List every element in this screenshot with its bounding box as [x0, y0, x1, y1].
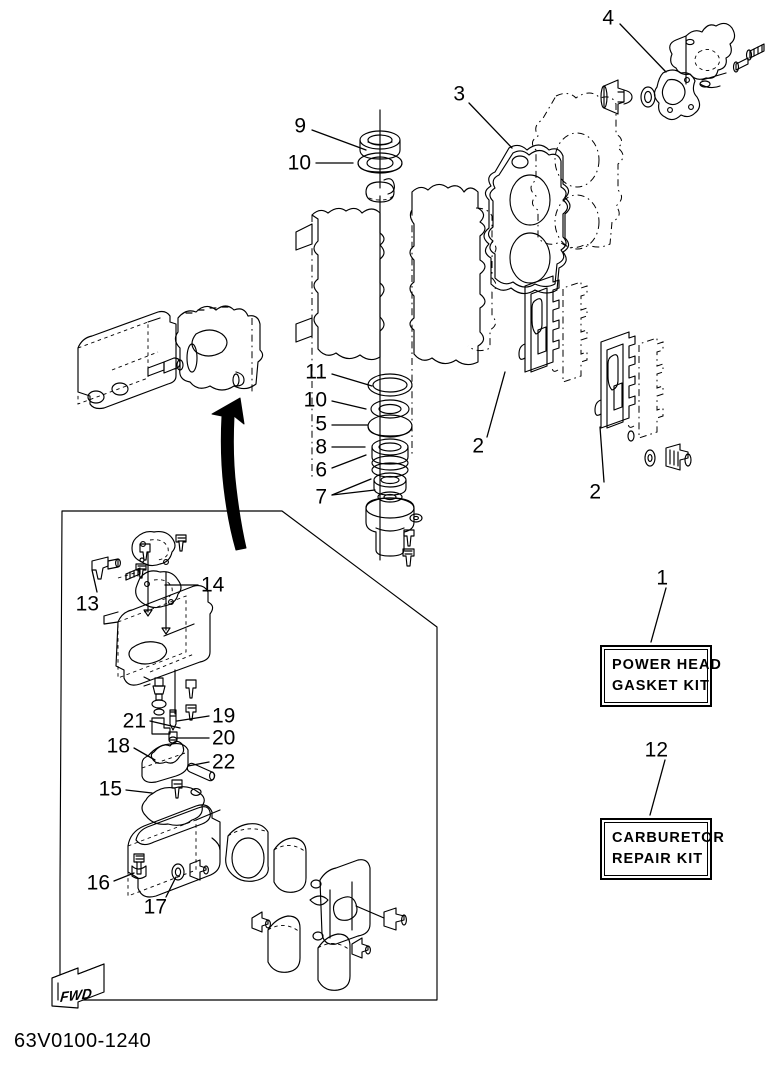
- exhaust-gasket-2b: [594, 331, 636, 429]
- callout-leader: [599, 426, 605, 483]
- callout-number-11: 11: [305, 360, 327, 384]
- callout-leader: [649, 759, 666, 816]
- thermostat-plug: [600, 79, 656, 115]
- callout-leader: [311, 129, 367, 151]
- callout-number-12: 12: [644, 738, 668, 762]
- callout-leader-lines: [91, 23, 667, 898]
- callout-leader: [149, 720, 181, 729]
- callout-leader: [133, 747, 156, 761]
- callout-number-18: 18: [106, 734, 130, 758]
- exhaust-cover-phantom-a: [551, 281, 588, 383]
- callout-leader: [165, 876, 177, 898]
- callout-number-1: 1: [656, 566, 668, 590]
- callout-number-10: 10: [303, 388, 327, 412]
- callout-number-7: 7: [315, 485, 327, 509]
- exhaust-bolt-washer: [627, 430, 692, 471]
- callout-leader: [331, 454, 367, 469]
- callout-number-13: 13: [75, 592, 99, 616]
- power-head-gasket-kit: POWER HEAD GASKET KIT: [600, 645, 722, 708]
- thermostat-cover: [669, 22, 736, 89]
- callout-leader: [331, 478, 372, 496]
- detail-zoom-arrow: [211, 397, 247, 551]
- callout-number-16: 16: [86, 871, 110, 895]
- callout-number-19: 19: [212, 704, 236, 728]
- callout-number-9: 9: [294, 114, 306, 138]
- carburetor-assembly-left: [77, 310, 184, 410]
- intake-manifold-left: [174, 305, 264, 392]
- carburetor-repair-kit: CARBURETOR REPAIR KIT: [600, 818, 725, 881]
- callout-number-22: 22: [212, 750, 236, 774]
- callout-number-21: 21: [122, 709, 146, 733]
- oil-seal-9-10: [357, 130, 403, 174]
- callout-number-14: 14: [201, 573, 225, 597]
- callout-leader: [331, 373, 373, 387]
- power-head-gasket-kit-line-2: GASKET KIT: [612, 677, 710, 694]
- callout-number-3: 3: [453, 82, 465, 106]
- callout-leader: [187, 761, 210, 767]
- exhaust-cover-phantom-b: [627, 337, 664, 439]
- cylinder-head-gasket-3: [483, 144, 571, 295]
- carburetor-repair-kit-inner: CARBURETOR REPAIR KIT: [604, 822, 725, 877]
- callout-number-4: 4: [602, 6, 614, 30]
- callout-number-6: 6: [315, 458, 327, 482]
- callout-leader: [650, 587, 667, 643]
- seal-stack: [365, 373, 423, 567]
- callout-leader: [331, 400, 367, 410]
- drawing-part-number: 63V0100-1240: [14, 1030, 152, 1052]
- callout-leader: [486, 371, 506, 438]
- callout-leader: [125, 789, 153, 794]
- callout-leader: [468, 102, 513, 149]
- callout-leader: [113, 872, 135, 882]
- power-head-gasket-kit-inner: POWER HEAD GASKET KIT: [604, 649, 722, 704]
- callout-leader: [331, 489, 376, 496]
- carburetor-detail: [91, 531, 407, 991]
- carburetor-repair-kit-line-1: CARBURETOR: [612, 830, 725, 846]
- power-head-gasket-kit-line-1: POWER HEAD: [612, 657, 722, 673]
- thermostat-gasket-4: [653, 69, 701, 121]
- callout-number-5: 5: [315, 412, 327, 436]
- carburetor-repair-kit-line-2: REPAIR KIT: [612, 850, 704, 867]
- detail-box-frame: [59, 510, 438, 1001]
- callout-number-15: 15: [98, 777, 122, 801]
- fwd-arrow-icon: [51, 963, 105, 1009]
- callout-number-2: 2: [589, 480, 601, 504]
- callout-leader: [176, 715, 210, 722]
- callout-number-10: 10: [287, 151, 311, 175]
- exhaust-gasket-2a: [518, 275, 560, 373]
- callout-leader: [619, 23, 667, 73]
- callout-number-20: 20: [212, 726, 236, 750]
- callout-leader: [91, 569, 98, 593]
- callout-number-17: 17: [143, 895, 167, 919]
- callout-number-2: 2: [472, 434, 484, 458]
- bolt-group-top-right: [701, 43, 765, 81]
- callout-number-8: 8: [315, 435, 327, 459]
- cylinder-head: [530, 92, 624, 250]
